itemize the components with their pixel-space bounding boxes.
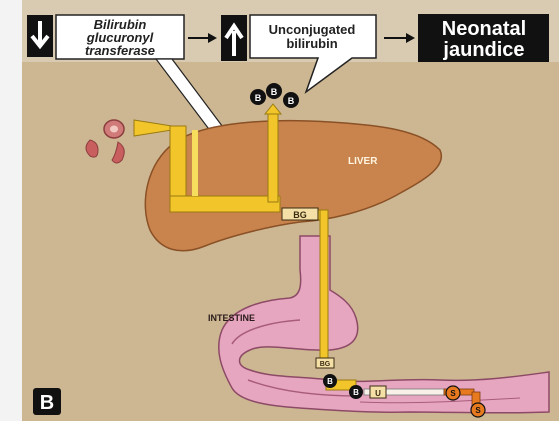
bg-label: BG [293,210,307,220]
unconj-label-1: Unconjugated [269,22,356,37]
unconj-label-2: bilirubin [286,36,337,51]
jaundice-label-1: Neonatal [442,18,526,40]
b-intestine-2: B [353,388,359,397]
jaundice-label-2: jaundice [442,39,524,61]
s-label-2: S [475,406,481,415]
panel-label: B [40,392,54,414]
enzyme-label-3: transferase [85,43,155,58]
b-intestine-1: B [327,377,333,386]
b-molecule-2: B [271,87,278,97]
bg-label-intestine: BG [320,361,331,368]
left-margin [0,0,22,421]
b-molecule-1: B [255,93,262,103]
intestinal-bg: BG [316,358,334,368]
intestine-label: INTESTINE [208,313,255,323]
red-blood-cell-icon [86,120,124,163]
s-label-1: S [450,389,456,398]
u-label: U [375,389,381,398]
liver [145,121,441,251]
liver-label: LIVER [348,156,378,167]
b-molecule-3: B [288,96,295,106]
header-flow: Bilirubin glucuronyl transferase Unconju… [22,0,559,92]
bilirubin-molecules: B B B [250,83,299,108]
